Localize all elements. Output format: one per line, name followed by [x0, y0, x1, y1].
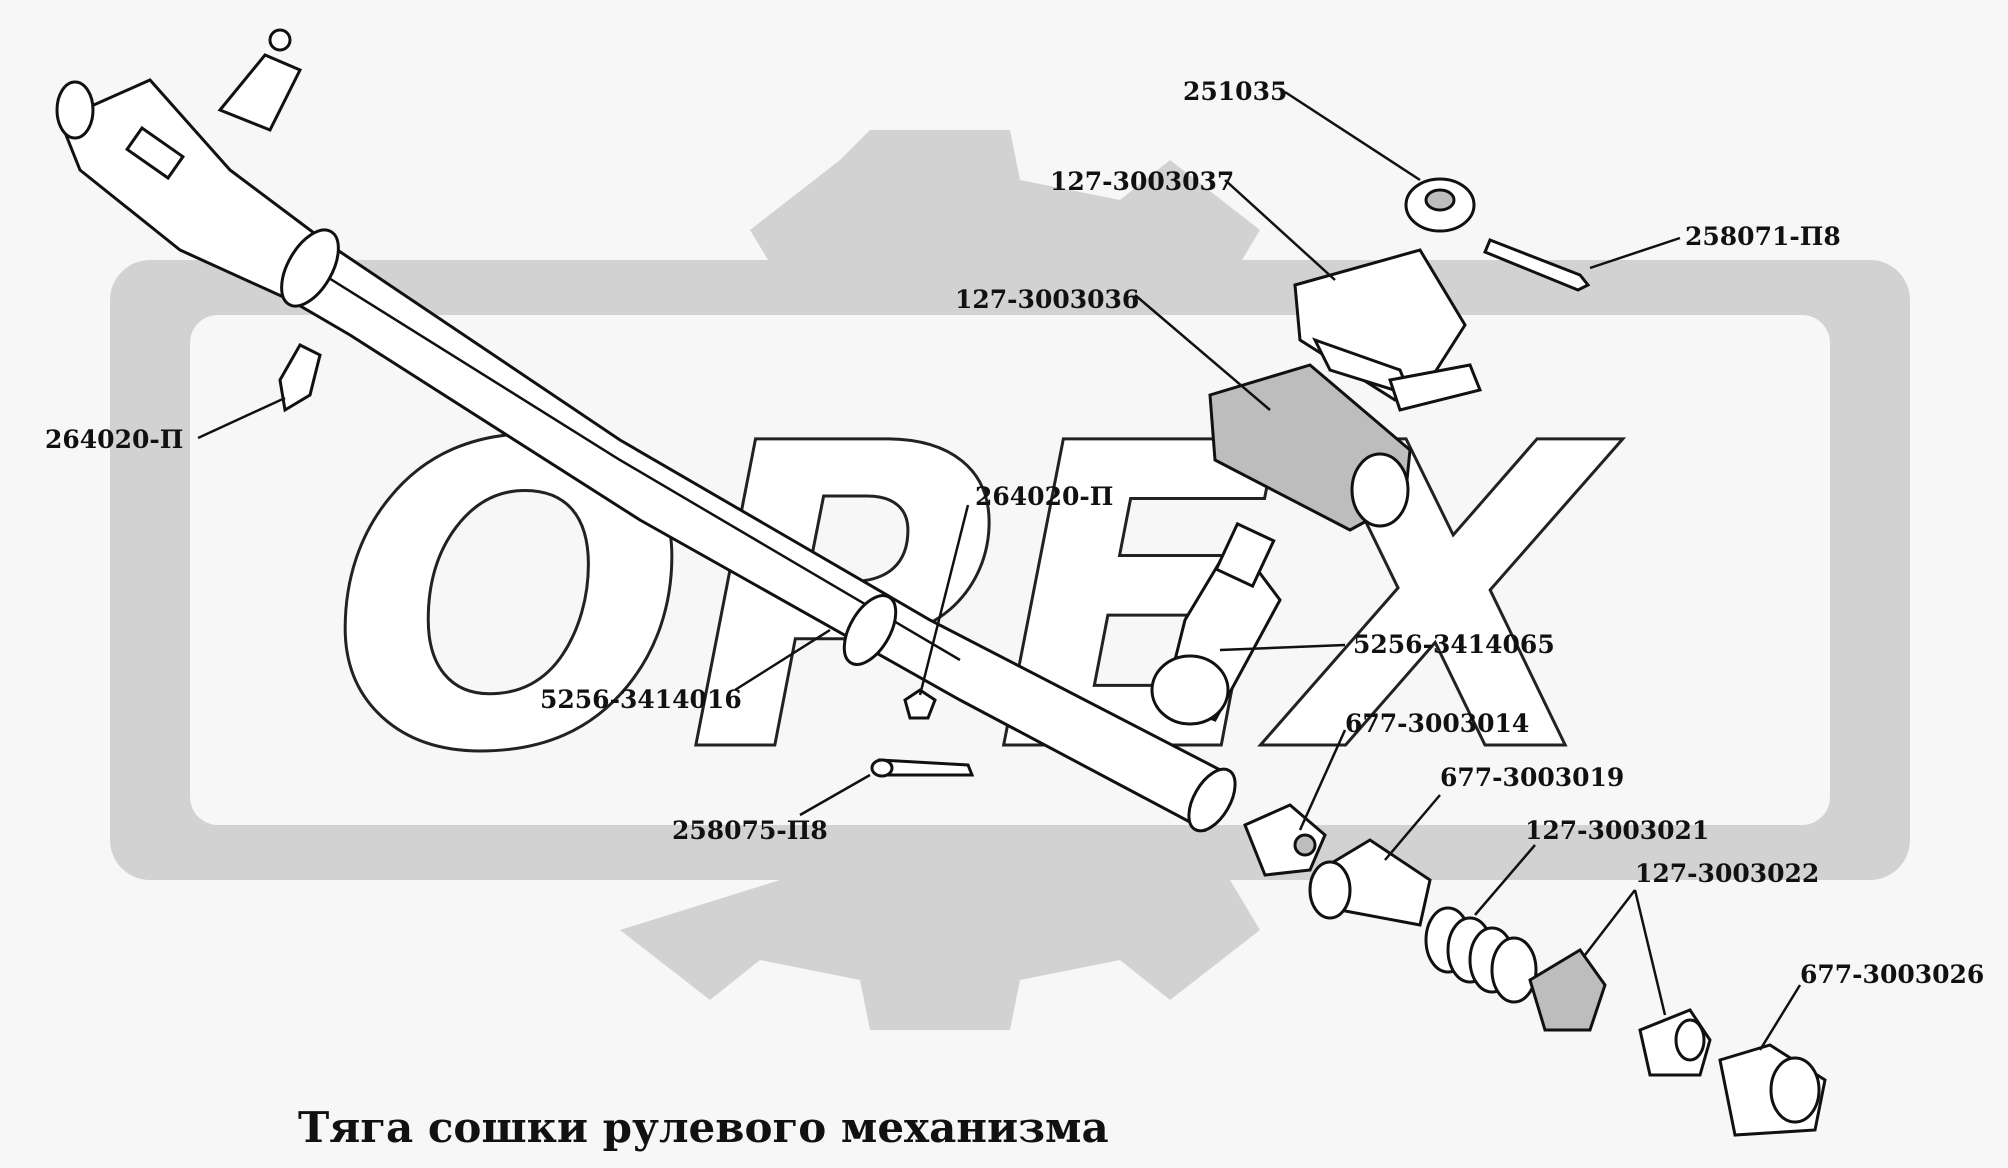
label-677-3003026: 677-3003026	[1800, 960, 1984, 989]
parts-group	[278, 177, 1827, 1137]
rod-end-collar-left	[280, 228, 340, 308]
grease-fitting-left-part	[278, 343, 322, 413]
leader-677-3003026	[1758, 984, 1802, 1051]
castle-nut-hole	[1424, 188, 1456, 212]
ball-stud-thread	[1214, 521, 1276, 589]
leader-258075-p8	[799, 773, 871, 817]
leader-5256-3414016	[734, 628, 831, 692]
diagram-title: Тяга сошки рулевого механизма	[298, 1103, 1109, 1152]
leader-127-3003021	[1474, 844, 1536, 916]
bushing-upper-part	[1528, 948, 1607, 1032]
rod-head-left-end	[55, 80, 95, 140]
label-264020-p-mid: 264020-П	[975, 482, 1113, 511]
label-5256-3414065: 5256-3414065	[1353, 630, 1555, 659]
leader-127-3003022-lower	[1633, 889, 1667, 1016]
label-258071-p8: 258071-П8	[1685, 222, 1841, 251]
rod-head-slot	[124, 125, 186, 181]
gear-teeth-top	[750, 130, 1260, 280]
rod-end-collar-right	[1187, 767, 1237, 833]
ball-stud-ball	[1150, 654, 1230, 726]
label-677-3003019: 677-3003019	[1440, 763, 1624, 792]
label-127-3003037: 127-3003037	[1050, 167, 1234, 196]
label-264020-p-left: 264020-П	[45, 425, 183, 454]
spring-part	[1424, 906, 1538, 1004]
drag-link-rod	[55, 28, 1237, 833]
leader-677-3003014	[1298, 729, 1347, 831]
cotter-pin-lower-eye	[870, 758, 894, 778]
grease-fitting-mid-part	[903, 688, 937, 720]
leader-127-3003022-upper	[1584, 889, 1636, 956]
spring-coil-4	[1490, 936, 1538, 1004]
leader-251035	[1284, 90, 1421, 182]
rod-head-cotter	[268, 28, 292, 52]
rod-head-ball-stud	[217, 53, 303, 132]
part-labels: 251035 127-3003037 258071-П8 127-3003036…	[45, 77, 1984, 989]
leader-258071-p8	[1589, 236, 1681, 270]
label-258075-p8: 258075-П8	[672, 816, 828, 845]
leader-677-3003019	[1384, 794, 1441, 861]
bushing-lower-hole	[1674, 1018, 1706, 1062]
ball-seat-part	[1243, 803, 1327, 877]
label-5256-3414016: 5256-3414016	[540, 685, 742, 714]
threaded-plug-face	[1769, 1056, 1821, 1124]
rod-highlight	[299, 258, 961, 662]
label-127-3003036: 127-3003036	[955, 285, 1139, 314]
label-251035: 251035	[1183, 77, 1287, 106]
rod-collar-mid	[842, 594, 898, 666]
spring-seat-flange	[1308, 860, 1352, 920]
gear-logo-background: OPEX	[110, 130, 1910, 1030]
label-127-3003022: 127-3003022	[1635, 859, 1819, 888]
label-127-3003021: 127-3003021	[1525, 816, 1709, 845]
ball-seat-hole	[1293, 833, 1317, 857]
leader-5256-3414065	[1219, 643, 1346, 652]
leader-127-3003037	[1224, 179, 1336, 281]
leader-127-3003036	[1134, 294, 1271, 411]
leader-264020-p-mid	[918, 504, 970, 696]
leader-264020-p-left	[197, 396, 286, 440]
leader-lines	[197, 90, 1802, 1051]
gear-teeth-bottom	[620, 880, 1260, 1030]
label-677-3003014: 677-3003014	[1345, 709, 1529, 738]
clamp-tab-right	[1388, 363, 1483, 412]
sleeve-end	[1350, 452, 1410, 528]
cotter-pin-right-part	[1483, 238, 1591, 292]
